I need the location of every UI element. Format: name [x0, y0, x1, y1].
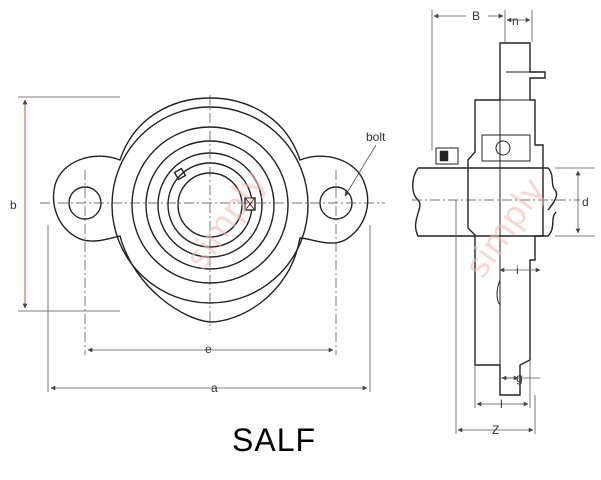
flange-outline — [52, 97, 369, 323]
dim-label-e: e — [205, 342, 212, 356]
dim-label-Z: Z — [492, 423, 499, 437]
dim-label-bolt: bolt — [366, 130, 386, 144]
front-dimensions — [18, 96, 377, 392]
dim-label-i: i — [516, 263, 519, 277]
side-set-screw — [435, 147, 459, 165]
dim-label-b: b — [10, 198, 17, 212]
shaft — [412, 167, 558, 237]
side-dimensions — [431, 10, 595, 434]
dim-label-n: n — [512, 14, 519, 28]
dim-label-l: l — [500, 397, 503, 411]
dim-label-g: g — [516, 371, 523, 385]
bearing-section — [481, 134, 531, 162]
lube-fitting — [173, 167, 187, 181]
model-title: SALF — [232, 422, 317, 458]
bearing-ball — [495, 140, 511, 156]
dim-label-d: d — [582, 195, 589, 209]
front-center-lines — [40, 95, 385, 355]
dim-label-B: B — [472, 9, 480, 23]
watermark-side: simply — [457, 171, 554, 285]
side-view — [412, 42, 558, 396]
side-housing — [467, 42, 546, 396]
dim-label-a: a — [211, 381, 218, 395]
